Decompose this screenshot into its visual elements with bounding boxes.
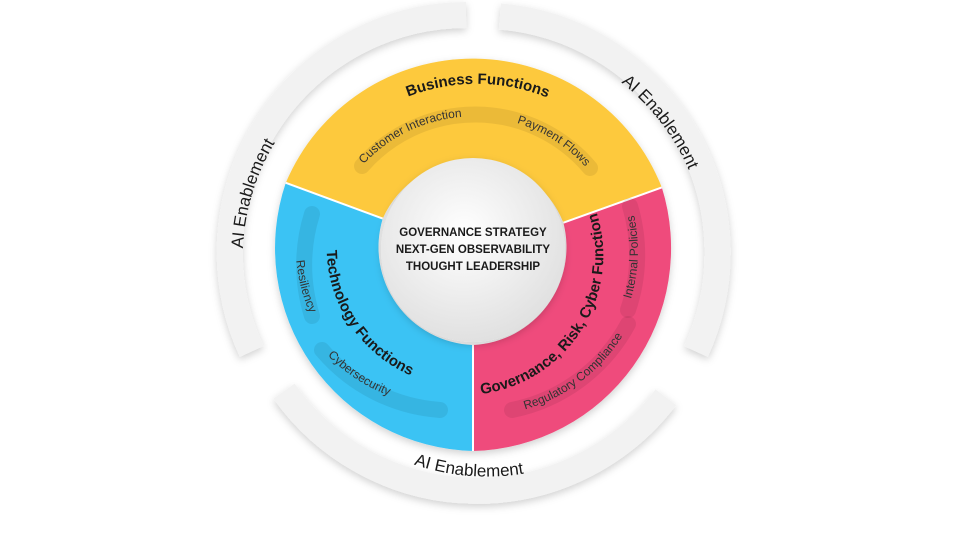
- ai-ring-arc-left: [216, 2, 467, 357]
- ai-enablement-ring: [216, 2, 731, 504]
- segment-technology: [275, 182, 473, 452]
- segment-dividers: [285, 181, 663, 451]
- center-line-1: GOVERNANCE STRATEGY: [399, 227, 547, 239]
- segments-donut: [275, 58, 672, 452]
- center-line-3: THOUGHT LEADERSHIP: [406, 261, 541, 273]
- center-text: GOVERNANCE STRATEGY NEXT-GEN OBSERVABILI…: [396, 227, 551, 273]
- ai-ring-arc-bottom: [273, 383, 677, 504]
- item-tracks: [296, 106, 646, 418]
- ai-ring-arc-right: [498, 3, 731, 357]
- center-circle: [381, 158, 565, 342]
- segment-governance: [473, 187, 672, 451]
- segment-business: [285, 58, 662, 223]
- center-line-2: NEXT-GEN OBSERVABILITY: [396, 244, 551, 256]
